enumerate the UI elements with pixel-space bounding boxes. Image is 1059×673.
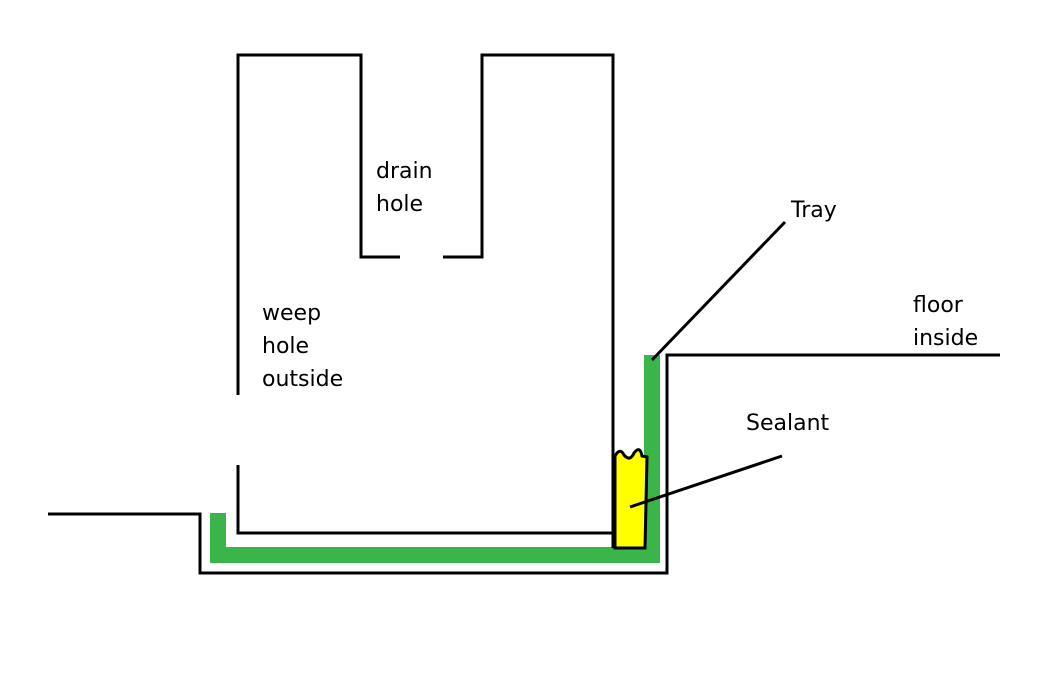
sealant-leader-line [629,454,783,509]
frame-left-upper [236,53,400,395]
floor-inside-label: floor inside [913,289,978,355]
weep-hole-label-line: outside [262,367,344,392]
tray [210,355,660,563]
tray-label: Tray [791,198,837,223]
floor-inside-label-line: inside [913,326,979,351]
ground-outline [48,353,1000,575]
tray-leader-line [650,220,787,362]
weep-hole-label-line: hole [262,334,310,359]
weep-hole-label-line: weep [262,301,322,326]
sealant-label: Sealant [746,411,830,436]
weep-hole-label: weep hole outside [262,297,343,396]
frame-bottom [236,465,613,535]
drain-hole-label-line: drain [376,159,433,184]
floor-inside-label-line: floor [913,293,963,318]
drain-hole-label-line: hole [376,192,424,217]
sealant [613,448,649,550]
frame-right [443,53,615,548]
drain-hole-label: drain hole [376,155,433,221]
